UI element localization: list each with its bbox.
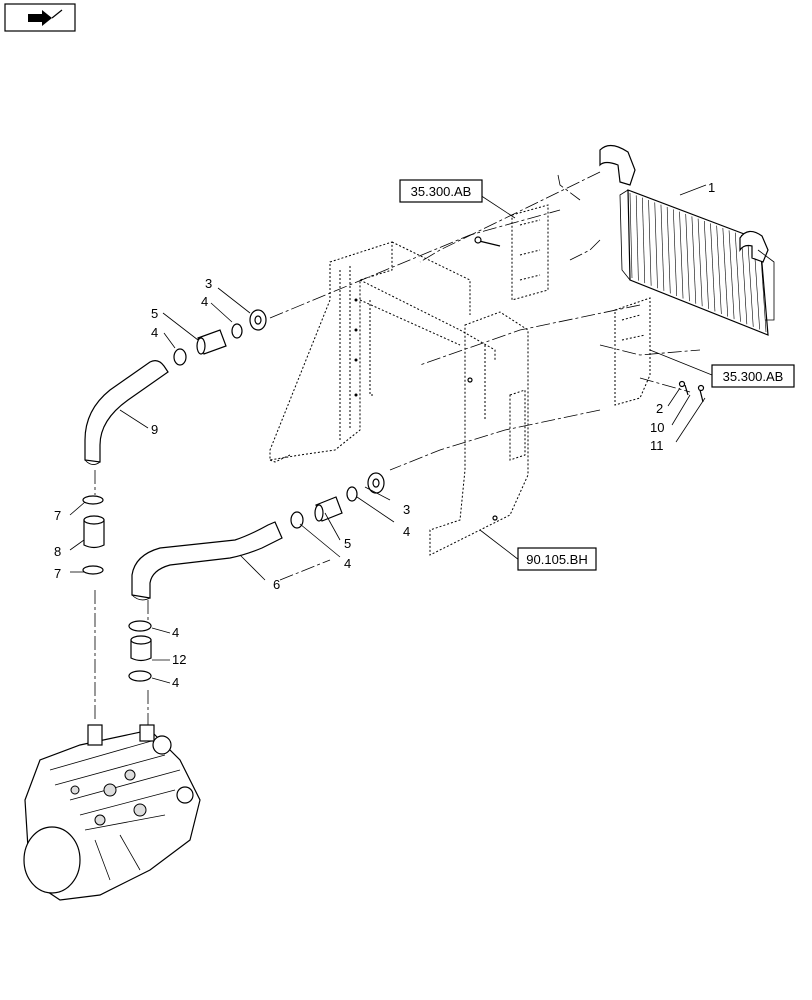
- mounting-bracket-upper[interactable]: [474, 204, 549, 301]
- callout-label: 4: [344, 556, 351, 571]
- intercooler-core[interactable]: [599, 144, 775, 336]
- cooler-fin: [691, 216, 697, 304]
- cooler-fin: [728, 230, 735, 320]
- upper-coupler-set[interactable]: [173, 309, 267, 366]
- callout-label: 3: [403, 502, 410, 517]
- cooler-fin: [642, 197, 646, 284]
- reference-box-1[interactable]: 35.300.AB: [399, 179, 483, 203]
- navigation-arrow-icon[interactable]: [4, 3, 76, 32]
- clamp-and-coupler-stack[interactable]: [128, 620, 152, 682]
- cooler-fin: [703, 220, 709, 309]
- reference-text[interactable]: 90.105.BH: [526, 552, 587, 567]
- engine-assembly[interactable]: [23, 724, 201, 901]
- cooler-fin: [716, 225, 722, 315]
- cooler-fin: [679, 211, 684, 299]
- callout-label: 6: [273, 577, 280, 592]
- reference-text[interactable]: 35.300.AB: [723, 369, 784, 384]
- callout-labels: 1 3 4 5 4 9 3 4 5 4 6 7 8 7 4 12 4 2 10 …: [54, 180, 715, 690]
- support-frame[interactable]: [269, 241, 496, 463]
- callout-label: 3: [205, 276, 212, 291]
- cooler-fin: [629, 192, 633, 279]
- callout-label: 10: [650, 420, 664, 435]
- callout-label: 5: [151, 306, 158, 321]
- callout-label: 4: [403, 524, 410, 539]
- callout-label: 12: [172, 652, 186, 667]
- callout-label: 8: [54, 544, 61, 559]
- cooler-fin: [741, 234, 748, 325]
- callout-label: 9: [151, 422, 158, 437]
- upper-hose[interactable]: [84, 360, 169, 465]
- lower-hose[interactable]: [131, 521, 283, 601]
- cooler-fin: [673, 209, 677, 297]
- callout-label: 1: [708, 180, 715, 195]
- callout-label: 4: [172, 625, 179, 640]
- callout-label: 4: [172, 675, 179, 690]
- callout-label: 7: [54, 566, 61, 581]
- mounting-bracket-lower[interactable]: [614, 297, 651, 406]
- callout-label: 4: [151, 325, 158, 340]
- callout-label: 2: [656, 401, 663, 416]
- side-panel[interactable]: [429, 311, 529, 556]
- callout-label: 7: [54, 508, 61, 523]
- cooler-fin: [635, 195, 639, 281]
- cooler-fin: [710, 223, 716, 312]
- cooler-fin: [648, 199, 652, 286]
- callout-label: 5: [344, 536, 351, 551]
- clamp-and-sleeve-stack[interactable]: [82, 495, 105, 575]
- leader-lines: [69, 184, 713, 684]
- cooler-fin: [660, 204, 665, 291]
- cooler-fin: [722, 227, 729, 317]
- cooler-fin: [697, 218, 703, 307]
- cooler-fin: [747, 237, 754, 327]
- cooler-fin: [734, 232, 741, 322]
- cooler-fin: [666, 206, 671, 294]
- cooler-fin: [685, 213, 690, 302]
- reference-box-3[interactable]: 90.105.BH: [517, 547, 597, 571]
- cooler-fin: [654, 202, 658, 289]
- callout-label: 11: [650, 438, 664, 453]
- reference-text[interactable]: 35.300.AB: [411, 184, 472, 199]
- callout-label: 4: [201, 294, 208, 309]
- lower-coupler-set[interactable]: [290, 472, 385, 529]
- reference-box-2[interactable]: 35.300.AB: [711, 364, 795, 388]
